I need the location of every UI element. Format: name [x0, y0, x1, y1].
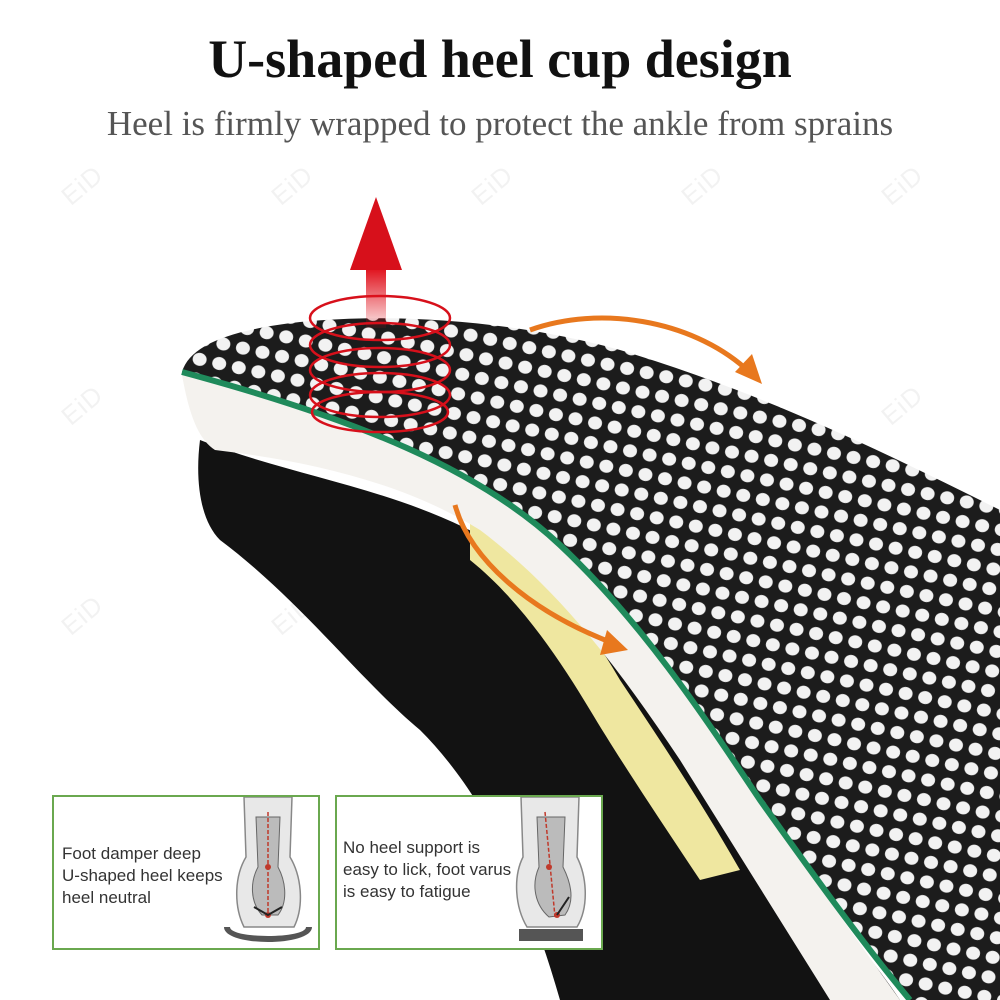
insole-white-shell	[182, 375, 900, 1000]
insole-green-edge	[181, 369, 913, 1000]
insole-cushion-layer	[470, 520, 740, 880]
heel-bone-diagram	[515, 797, 586, 941]
orange-arrow-top	[529, 315, 762, 384]
inset-heel-unsupported: No heel support is easy to lick, foot va…	[335, 795, 603, 950]
inset-caption: No heel support is easy to lick, foot va…	[343, 838, 512, 901]
inset-heel-supported: Foot damper deep U-shaped heel keeps hee…	[52, 795, 320, 950]
insole-mesh-surface	[182, 318, 1000, 1000]
inset-caption: Foot damper deep U-shaped heel keeps hee…	[62, 844, 223, 907]
red-up-arrow	[350, 197, 402, 328]
page-subtitle: Heel is firmly wrapped to protect the an…	[106, 104, 894, 143]
heel-bone-diagram	[224, 797, 312, 942]
orange-arrow-middle	[452, 504, 628, 655]
page-title: U-shaped heel cup design	[208, 29, 792, 89]
